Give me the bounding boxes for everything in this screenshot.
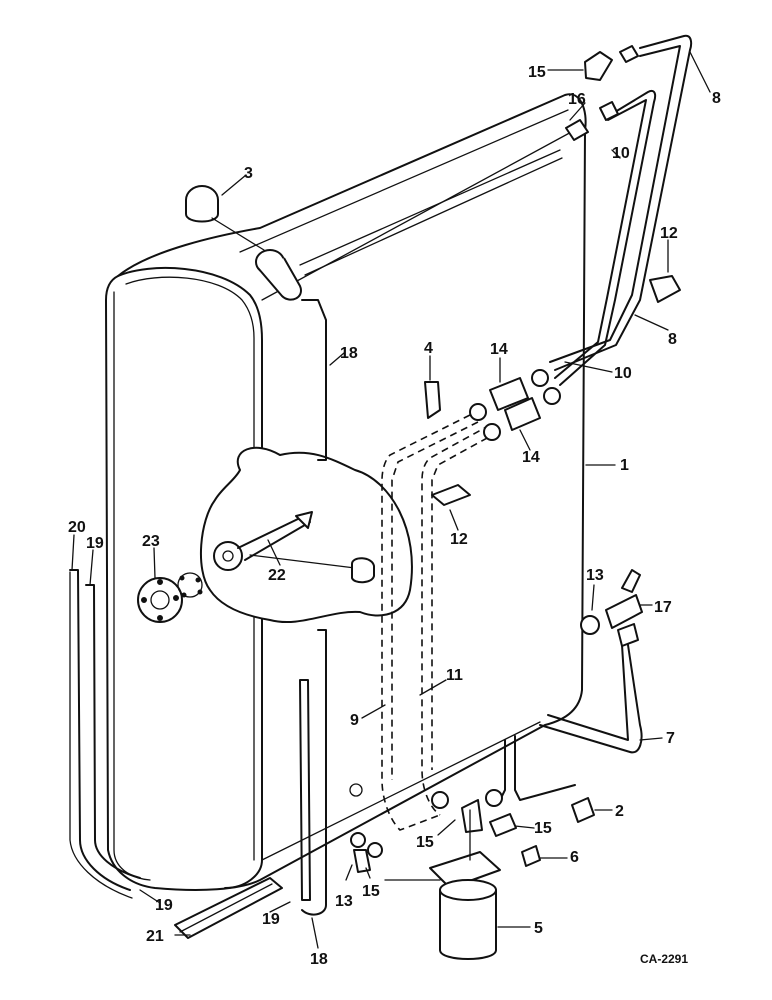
callout-14b: 14 — [522, 449, 540, 466]
callout-18b: 18 — [310, 951, 328, 968]
callout-3: 3 — [244, 165, 253, 182]
callout-2: 2 — [615, 803, 624, 820]
drawing-code: CA-2291 — [640, 952, 688, 966]
fuel-filter — [384, 809, 501, 960]
callout-21: 21 — [146, 928, 164, 945]
callout-19c: 19 — [262, 911, 280, 928]
callout-8b: 8 — [668, 331, 677, 348]
callout-13b: 13 — [335, 893, 353, 910]
callout-6: 6 — [570, 849, 579, 866]
callout-15c: 15 — [534, 820, 552, 837]
callout-22: 22 — [268, 567, 286, 584]
callout-10a: 10 — [612, 145, 630, 162]
callout-11: 11 — [446, 667, 463, 684]
fittings — [349, 45, 681, 873]
callout-14a: 14 — [490, 341, 508, 358]
callout-16: 16 — [568, 91, 586, 108]
callout-8a: 8 — [712, 90, 721, 107]
callout-12b: 12 — [450, 531, 468, 548]
callout-18a: 18 — [340, 345, 358, 362]
callout-15a: 15 — [528, 64, 546, 81]
callout-15d: 15 — [362, 883, 380, 900]
mounting-straps — [69, 299, 327, 916]
callout-15b: 15 — [416, 834, 434, 851]
callout-10b: 10 — [614, 365, 632, 382]
callout-9: 9 — [350, 712, 359, 729]
callout-13a: 13 — [586, 567, 604, 584]
callout-12a: 12 — [660, 225, 678, 242]
callout-1: 1 — [620, 457, 629, 474]
callout-5: 5 — [534, 920, 543, 937]
callout-7: 7 — [666, 730, 675, 747]
callout-4: 4 — [424, 340, 433, 357]
filler-cap — [185, 185, 302, 301]
cutaway-view — [200, 446, 413, 624]
callout-19b: 19 — [155, 897, 173, 914]
callout-20: 20 — [68, 519, 86, 536]
cross-support — [174, 877, 283, 939]
callout-17: 17 — [654, 599, 672, 616]
callout-23: 23 — [142, 533, 160, 550]
flange-plate — [137, 572, 203, 623]
callout-19a: 19 — [86, 535, 104, 552]
leader-lines — [71, 51, 711, 949]
